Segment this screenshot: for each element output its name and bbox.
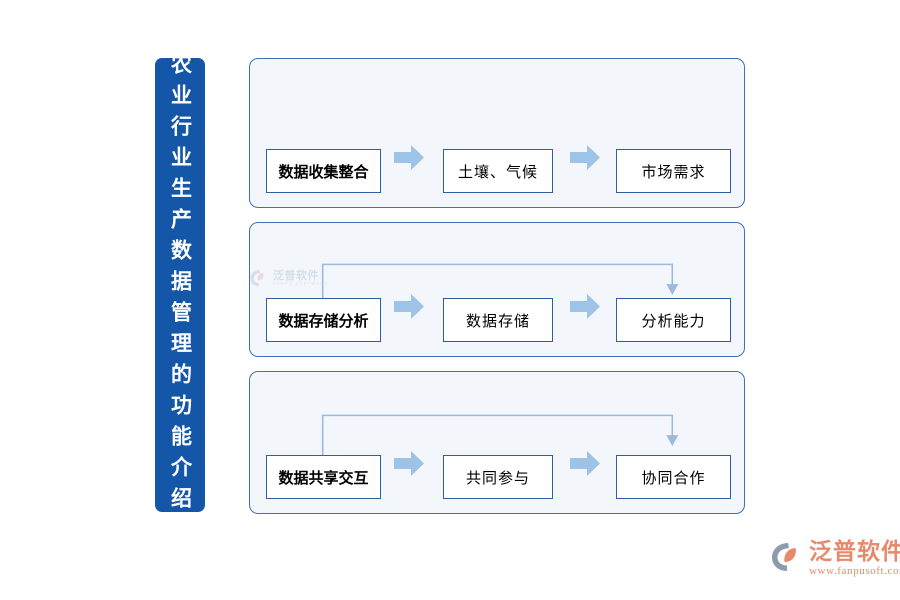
vertical-title-banner: 农业行业生产数据管理的功能介绍 — [155, 53, 205, 518]
flow-row-3: 数据共享交互 共同参与 协同合作 — [250, 451, 744, 499]
right-block-arrow-icon — [570, 450, 600, 477]
fanpu-watermark-mark-icon — [250, 269, 264, 287]
right-block-arrow-icon — [394, 450, 424, 477]
flow-panel-row-3: 数据共享交互 共同参与 协同合作 — [249, 371, 745, 514]
fanpu-watermark: 泛普软件 FANPU SOFTWARE — [250, 263, 338, 293]
flow-node-row2-step1[interactable]: 数据存储分析 — [266, 298, 381, 342]
flow-node-row3-step3[interactable]: 协同合作 — [616, 455, 731, 499]
flow-row-2: 数据存储分析 数据存储 分析能力 — [250, 294, 744, 342]
flow-row-1: 数据收集整合 土壤、气候 市场需求 — [250, 145, 744, 193]
watermark-text-en: FANPU SOFTWARE — [273, 280, 329, 286]
flow-node-row2-step3[interactable]: 分析能力 — [616, 298, 731, 342]
flow-panel-row-2: 数据存储分析 数据存储 分析能力 — [249, 222, 745, 357]
flow-node-row3-step1[interactable]: 数据共享交互 — [266, 455, 381, 499]
brand-url: www.fanpusoft.com — [809, 565, 900, 578]
brand-name: 泛普软件 — [809, 539, 900, 565]
right-block-arrow-icon — [394, 144, 424, 171]
watermark-text-cn: 泛普软件 — [273, 268, 319, 282]
brand-logo: 泛普软件 www.fanpusoft.com — [772, 540, 900, 577]
right-block-arrow-icon — [394, 293, 424, 320]
right-block-arrow-icon — [570, 293, 600, 320]
fanpu-logo-mark-icon — [772, 543, 796, 571]
flow-panel-row-1: 数据收集整合 土壤、气候 市场需求 — [249, 58, 745, 208]
page-title: 农业行业生产数据管理的功能介绍 — [168, 52, 193, 518]
flow-node-row1-step3[interactable]: 市场需求 — [616, 149, 731, 193]
right-block-arrow-icon — [570, 144, 600, 171]
flow-node-row2-step2[interactable]: 数据存储 — [443, 298, 553, 342]
flow-node-row3-step2[interactable]: 共同参与 — [443, 455, 553, 499]
flow-node-row1-step1[interactable]: 数据收集整合 — [266, 149, 381, 193]
flow-node-row1-step2[interactable]: 土壤、气候 — [443, 149, 553, 193]
